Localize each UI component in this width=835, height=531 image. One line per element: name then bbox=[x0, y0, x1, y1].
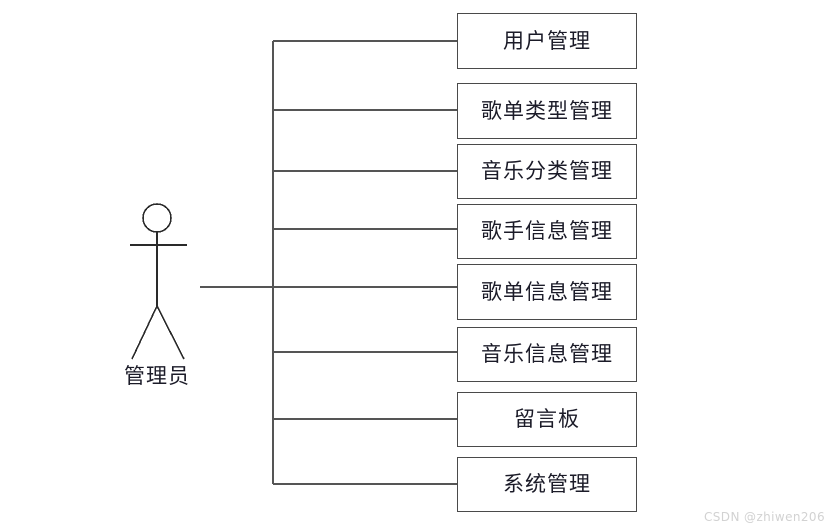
use-case-message-board[interactable]: 留言板 bbox=[457, 392, 637, 447]
use-case-label: 用户管理 bbox=[503, 28, 591, 53]
actor-left-leg-line bbox=[131, 305, 158, 360]
actor-head-icon bbox=[142, 203, 172, 233]
use-case-system-management[interactable]: 系统管理 bbox=[457, 457, 637, 512]
use-case-label: 歌单信息管理 bbox=[481, 279, 613, 304]
use-case-user-management[interactable]: 用户管理 bbox=[457, 13, 637, 69]
use-case-label: 留言板 bbox=[514, 407, 580, 431]
actor-label: 管理员 bbox=[124, 364, 190, 388]
use-case-playlist-info-management[interactable]: 歌单信息管理 bbox=[457, 264, 637, 320]
use-case-label: 歌单类型管理 bbox=[481, 98, 613, 123]
use-case-label: 音乐信息管理 bbox=[481, 342, 613, 366]
actor-right-leg-line bbox=[156, 305, 185, 360]
use-case-playlist-type-management[interactable]: 歌单类型管理 bbox=[457, 83, 637, 139]
watermark-text: CSDN @zhiwen206 bbox=[704, 510, 825, 524]
use-case-singer-info-management[interactable]: 歌手信息管理 bbox=[457, 204, 637, 259]
use-case-music-info-management[interactable]: 音乐信息管理 bbox=[457, 327, 637, 382]
use-case-label: 系统管理 bbox=[503, 472, 591, 496]
use-case-music-category-management[interactable]: 音乐分类管理 bbox=[457, 144, 637, 199]
use-case-label: 音乐分类管理 bbox=[481, 159, 613, 183]
use-case-label: 歌手信息管理 bbox=[481, 219, 613, 243]
